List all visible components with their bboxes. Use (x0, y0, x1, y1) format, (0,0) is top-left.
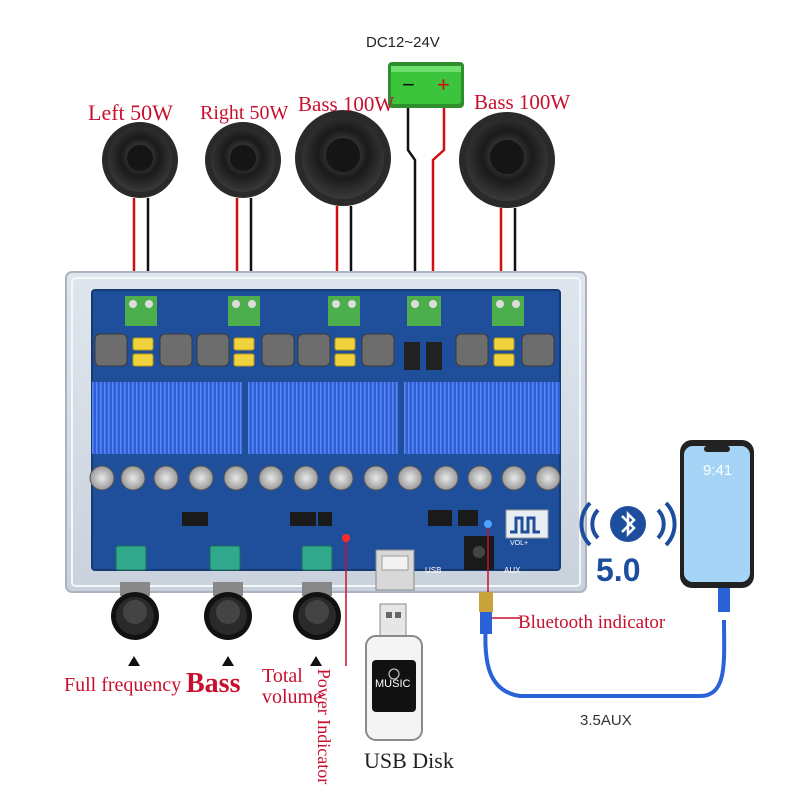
bluetooth-led (484, 520, 492, 528)
electrolytic-capacitors (89, 465, 561, 491)
bluetooth-icon (579, 501, 677, 547)
speaker-right (205, 122, 281, 198)
bluetooth-indicator-label: Bluetooth indicator (518, 612, 666, 633)
speaker-bass-2 (459, 112, 555, 208)
battery-icon (388, 62, 464, 108)
aux-cable (479, 578, 730, 698)
usb-stick (365, 603, 423, 741)
knob-full-frequency-label: Full frequency (64, 674, 182, 696)
aux-label: 3.5AUX (580, 712, 632, 729)
knob-total-volume-label: Total volume (262, 665, 322, 708)
knob-full-frequency (111, 582, 159, 640)
battery-minus: − (402, 72, 415, 97)
speaker-bass1-label: Bass 100W (298, 92, 395, 116)
diodes (404, 342, 442, 370)
inductors (94, 333, 555, 367)
usb-stick-text: MUSIC (375, 678, 411, 690)
silk-vol: VOL+ (510, 540, 529, 547)
silk-usb: USB (425, 566, 442, 575)
bluetooth-version: 5.0 (596, 552, 641, 588)
phone-time: 9:41 (703, 462, 733, 479)
bt-module (505, 509, 549, 539)
power-supply-label: DC12~24V (366, 34, 440, 51)
aux-jack (464, 536, 494, 570)
battery-plus: + (437, 72, 450, 97)
chips (182, 510, 478, 526)
speaker-bass2-label: Bass 100W (474, 90, 571, 114)
heatsinks (92, 382, 560, 454)
power-indicator-label: Power Indicator (314, 668, 335, 785)
speaker-left-label: Left 50W (88, 100, 173, 125)
knob-pointers (128, 656, 322, 666)
knob-total-volume (293, 582, 341, 640)
speaker-bass-1 (295, 110, 391, 206)
usb-port (375, 549, 415, 591)
film-capacitors (132, 337, 515, 367)
knob-bass-label: Bass (186, 668, 241, 699)
terminal-blocks (125, 296, 524, 326)
silk-aux: AUX (504, 566, 521, 575)
potentiometers (115, 545, 333, 571)
power-led (342, 534, 350, 542)
knob-bass (204, 582, 252, 640)
phone (680, 440, 754, 588)
usb-disk-label: USB Disk (364, 748, 454, 773)
speaker-left (102, 122, 178, 198)
speaker-right-label: Right 50W (200, 102, 289, 124)
